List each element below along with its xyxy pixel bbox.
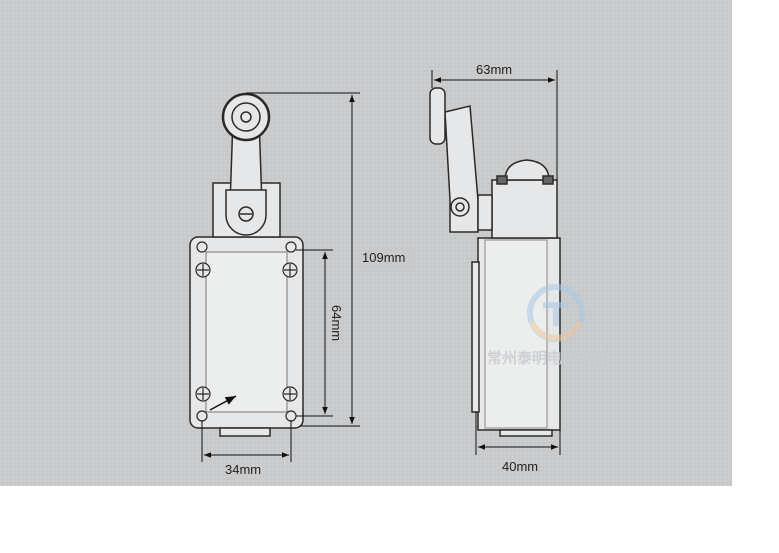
side-dimension-lines: [431, 70, 561, 455]
watermark-text: 常州泰明电子电器: [487, 349, 608, 367]
side-head: [491, 179, 558, 239]
side-dome: [504, 159, 550, 181]
front-cover: [205, 251, 288, 413]
side-roller: [429, 87, 446, 145]
side-mount-flange: [471, 261, 480, 413]
front-view: [189, 92, 304, 437]
drawing-background: [0, 0, 732, 486]
dim-109mm: 109mm: [362, 250, 405, 265]
front-base-tab: [219, 427, 271, 437]
dim-64mm: 64mm: [329, 305, 344, 341]
cover-screws: [195, 262, 298, 402]
dim-63mm: 63mm: [476, 62, 512, 77]
front-dimension-lines: [201, 92, 360, 462]
dim-40mm: 40mm: [502, 459, 538, 474]
watermark-logo: [527, 284, 585, 342]
dim-34mm: 34mm: [225, 462, 261, 477]
mount-holes: [196, 241, 297, 422]
side-base-tab: [499, 429, 553, 437]
